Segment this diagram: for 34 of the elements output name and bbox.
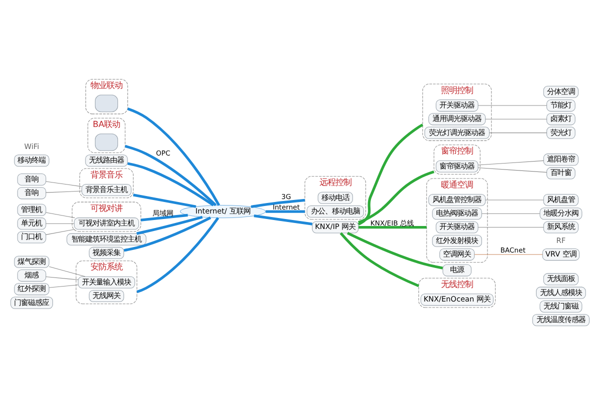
- connector: [127, 162, 214, 206]
- connector: [124, 216, 212, 252]
- connector: [358, 225, 427, 228]
- connector: [478, 104, 547, 106]
- cluster: BA联动: [88, 117, 126, 153]
- connector: [46, 228, 76, 234]
- connector: [489, 132, 547, 133]
- connector: [46, 190, 82, 192]
- connector: [136, 215, 203, 234]
- connector: [127, 106, 220, 206]
- node-box: [94, 133, 118, 150]
- connector: [358, 170, 434, 224]
- connector: [48, 266, 86, 276]
- connector: [136, 216, 220, 293]
- connector: [340, 232, 420, 287]
- connector: [478, 160, 544, 165]
- connector: [485, 118, 547, 119]
- connector: [140, 213, 188, 221]
- connector: [478, 167, 547, 172]
- connector: [46, 180, 82, 186]
- connector: [482, 212, 540, 214]
- connector: [254, 214, 312, 225]
- connector: [358, 123, 424, 225]
- connector: [478, 226, 544, 228]
- connector: [485, 199, 544, 200]
- node-box: [94, 94, 118, 112]
- connector: [46, 212, 76, 218]
- connector: [250, 198, 306, 208]
- connector: [124, 144, 217, 206]
- connector: [266, 210, 305, 212]
- connector: [46, 276, 78, 280]
- connector: [46, 222, 74, 224]
- connector: [133, 193, 196, 208]
- connector: [48, 284, 78, 288]
